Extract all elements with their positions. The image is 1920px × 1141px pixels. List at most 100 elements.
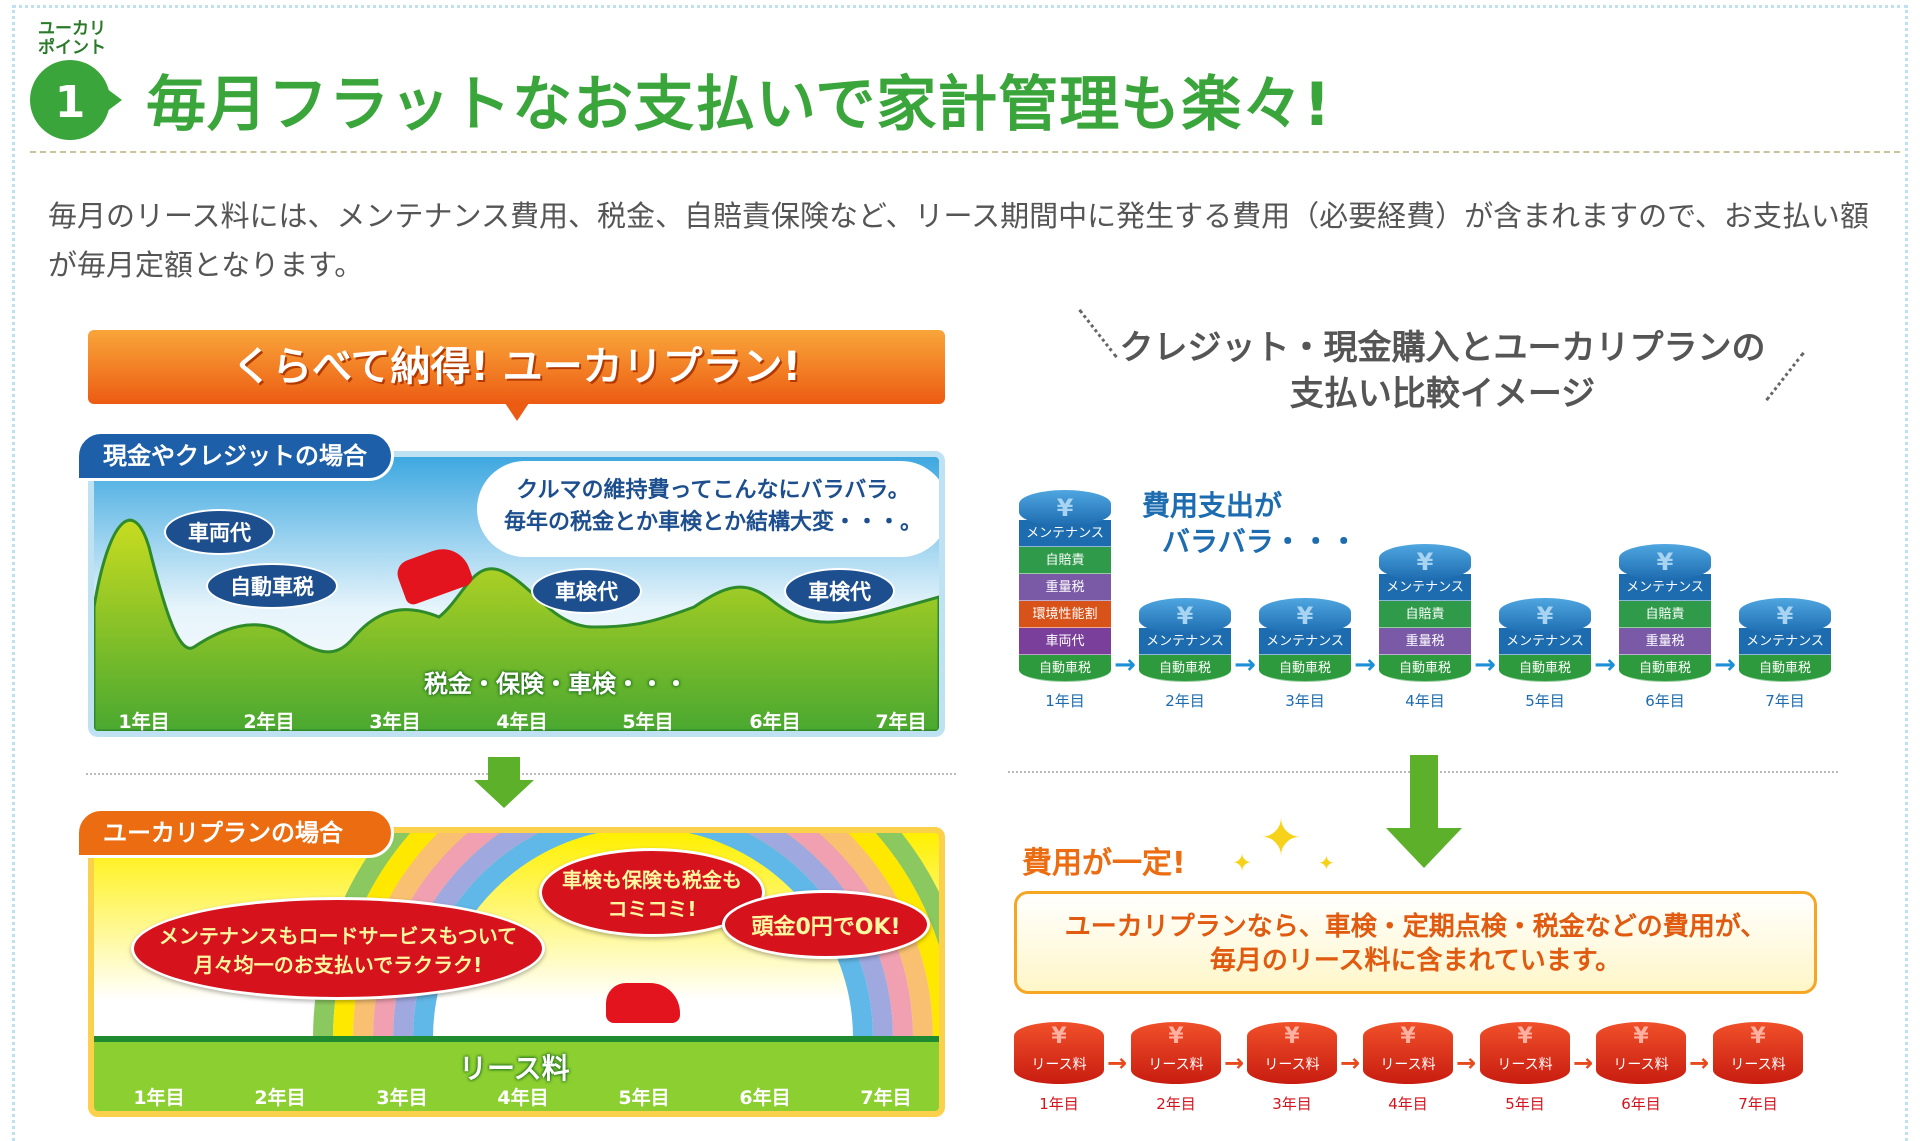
page-title: 毎月フラットなお支払いで家計管理も楽々!	[146, 70, 1332, 140]
bubble-line: 車検も保険も税金も	[562, 867, 742, 892]
year-label: 4年目	[1405, 692, 1445, 710]
arrow-right-icon: →	[1114, 650, 1136, 680]
down-arrow-icon	[1410, 755, 1438, 830]
heading-line: クレジット・現金購入とユーカリプランの	[1119, 328, 1766, 368]
year-label: 1年目	[118, 711, 170, 733]
bubble-line: メンテナンスもロードサービスもついて	[158, 923, 518, 948]
cash-label: 現金やクレジットの場合	[76, 431, 394, 481]
arrow-right-icon: →	[1474, 650, 1496, 680]
arrow-right-icon: →	[1223, 1049, 1245, 1077]
year-label: 2年目	[243, 711, 295, 733]
year-label: 7年目	[875, 711, 927, 733]
cost-segment: 自動車税	[1499, 655, 1591, 682]
ground-caption: 税金・保険・車検・・・	[424, 670, 688, 698]
down-arrow-head	[474, 780, 534, 808]
arrow-right-icon: →	[1572, 1049, 1594, 1077]
year-label: 5年目	[1525, 692, 1565, 710]
arrow-right-icon: →	[1688, 1049, 1710, 1077]
badge-caption: ユーカリポイント	[38, 19, 106, 58]
speech-line: 毎年の税金とか車検とか結構大変・・・。	[503, 510, 922, 535]
arrow-right-icon: →	[1714, 650, 1736, 680]
year-label: 6年目	[1621, 1095, 1661, 1113]
heading-line: 支払い比較イメージ	[1289, 374, 1596, 414]
down-arrow-icon	[488, 757, 520, 781]
arrow-right-icon: →	[1455, 1049, 1477, 1077]
cost-stack: ¥メンテナンス自賠責重量税環境性能割車両代自動車税	[1019, 490, 1111, 682]
compare-banner: くらべて納得! ユーカリプラン!	[88, 330, 945, 404]
year-label: 3年目	[1272, 1095, 1312, 1113]
year-label: 3年目	[1285, 692, 1325, 710]
year-label: 6年目	[749, 711, 801, 733]
arrow-right-icon: →	[1234, 650, 1256, 680]
year-label: 1年目	[1039, 1095, 1079, 1113]
cost-stack: ¥メンテナンス自賠責重量税自動車税	[1379, 544, 1471, 682]
box-line: 毎月のリース料に含まれています。	[1209, 946, 1622, 976]
year-label: 6年目	[739, 1087, 791, 1109]
arrow-right-icon: →	[1106, 1049, 1128, 1077]
yen-icon: ¥	[1499, 598, 1591, 634]
cost-stack: ¥メンテナンス自動車税	[1139, 598, 1231, 682]
divider	[30, 151, 1900, 153]
comparison-heading: クレジット・現金購入とユーカリプランの 支払い比較イメージ	[1110, 325, 1775, 417]
cost-segment: 重量税	[1379, 628, 1471, 655]
plan-chart: メンテナンスもロードサービスもついて 月々均一のお支払いでラクラク! 車検も保険…	[88, 827, 945, 1117]
bubble-line: 月々均一のお支払いでラクラク!	[193, 952, 483, 977]
page-frame	[12, 5, 1908, 1141]
down-arrow-head	[1386, 828, 1462, 868]
year-label: 6年目	[1645, 692, 1685, 710]
sparkle-icon: ✦	[1260, 809, 1302, 867]
note-line: 費用支出が	[1142, 489, 1283, 522]
lease-coin: リース料	[1480, 1022, 1570, 1084]
cost-stack: ¥メンテナンス自賠責重量税自動車税	[1619, 544, 1711, 682]
cost-segment: 重量税	[1619, 628, 1711, 655]
cost-segment: 重量税	[1019, 574, 1111, 601]
year-label: 7年目	[1765, 692, 1805, 710]
fixed-cost-note: 費用が一定!	[1022, 846, 1186, 881]
cost-segment: 自動車税	[1139, 655, 1231, 682]
cost-segment: 自賠責	[1619, 601, 1711, 628]
yen-icon: ¥	[1619, 544, 1711, 580]
year-label: 4年目	[1388, 1095, 1428, 1113]
lease-coin: リース料	[1363, 1022, 1453, 1084]
yen-icon: ¥	[1019, 490, 1111, 526]
yen-icon: ¥	[1739, 598, 1831, 634]
cost-segment: 自動車税	[1379, 655, 1471, 682]
plan-label: ユーカリプランの場合	[76, 808, 394, 858]
cost-bubble: 自動車税	[206, 563, 338, 609]
cost-bubble: 車両代	[164, 509, 275, 555]
yen-icon: ¥	[1379, 544, 1471, 580]
year-label: 2年目	[254, 1087, 306, 1109]
cost-segment: 自賠責	[1019, 547, 1111, 574]
cost-segment: 自動車税	[1619, 655, 1711, 682]
point-badge: 1	[30, 60, 110, 140]
lease-coin: リース料	[1014, 1022, 1104, 1084]
cost-stack: ¥メンテナンス自動車税	[1259, 598, 1351, 682]
year-label: 7年目	[860, 1087, 912, 1109]
cost-segment: 自動車税	[1019, 655, 1111, 682]
badge-pointer	[106, 88, 122, 112]
cost-segment: メンテナンス	[1499, 628, 1591, 655]
arrow-right-icon: →	[1594, 650, 1616, 680]
lease-fee-caption: リース料	[459, 1052, 570, 1085]
year-label: 1年目	[133, 1087, 185, 1109]
note-line: バラバラ・・・	[1162, 525, 1358, 558]
arrow-right-icon: →	[1354, 650, 1376, 680]
year-label: 4年目	[496, 711, 548, 733]
box-line: ユーカリプランなら、車検・定期点検・税金などの費用が、	[1064, 912, 1767, 942]
cash-chart: クルマの維持費ってこんなにバラバラ。 毎年の税金とか車検とか結構大変・・・。 車…	[88, 451, 945, 737]
year-label: 5年目	[622, 711, 674, 733]
year-label: 3年目	[376, 1087, 428, 1109]
downpayment-bubble: 頭金0円でOK!	[722, 890, 930, 959]
bubble-line: コミコミ!	[607, 896, 697, 921]
lease-coin: リース料	[1131, 1022, 1221, 1084]
cost-segment: 自動車税	[1739, 655, 1831, 682]
cost-segment: 自賠責	[1379, 601, 1471, 628]
banner-pointer	[505, 403, 529, 421]
lease-coin: リース料	[1713, 1022, 1803, 1084]
speech-bubble: クルマの維持費ってこんなにバラバラ。 毎年の税金とか車検とか結構大変・・・。	[477, 461, 939, 557]
year-label: 4年目	[497, 1087, 549, 1109]
lease-coin: リース料	[1247, 1022, 1337, 1084]
cost-stack: ¥メンテナンス自動車税	[1739, 598, 1831, 682]
cost-segment: 自動車税	[1259, 655, 1351, 682]
fixed-cost-box: ユーカリプランなら、車検・定期点検・税金などの費用が、 毎月のリース料に含まれて…	[1014, 891, 1817, 994]
